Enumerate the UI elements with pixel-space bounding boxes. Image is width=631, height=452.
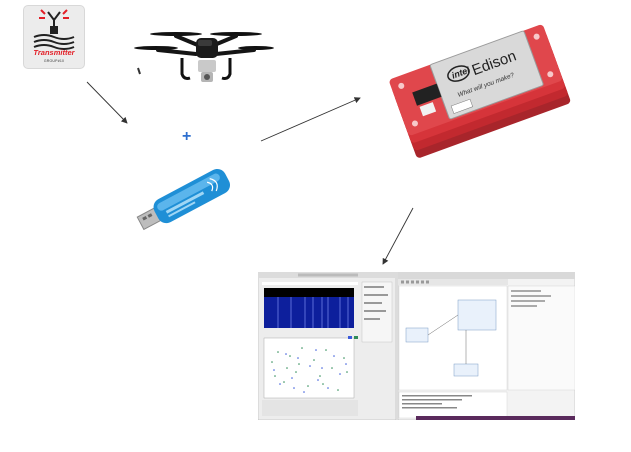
intel-edison-board: intel Edison What will you make?: [389, 24, 571, 158]
screenshot-graphic: [258, 272, 575, 420]
usb-dongle-image: [136, 168, 231, 231]
radio-tower-icon: [33, 9, 75, 50]
drone-image: [134, 32, 274, 82]
transmitter-logo: Transmitter GROUP#10: [23, 5, 85, 69]
transmitter-label: Transmitter: [33, 48, 75, 57]
arrow-receiver-to-edison: [260, 97, 361, 142]
plus-icon: +: [182, 128, 192, 145]
arrow-edison-to-screen: [382, 207, 414, 265]
software-screenshot: [258, 272, 575, 420]
arrow-transmitter-to-receiver: [86, 81, 128, 124]
transmitter-sublabel: GROUP#10: [43, 59, 65, 63]
